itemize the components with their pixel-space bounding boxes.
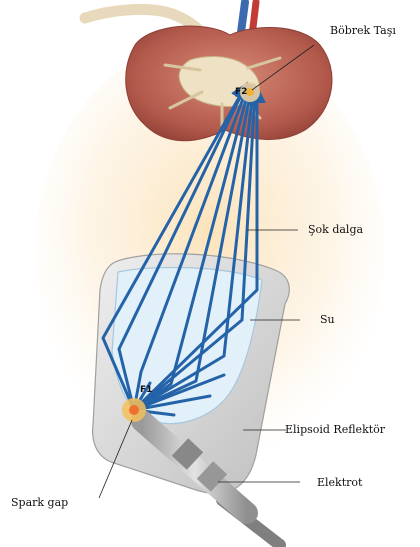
label-spark-gap: Spark gap bbox=[11, 496, 68, 509]
label-shock-wave: Şok dalga bbox=[308, 223, 363, 236]
electrode-ring-1 bbox=[180, 447, 195, 461]
label-water: Su bbox=[320, 313, 335, 326]
spark-gap-core bbox=[129, 405, 139, 415]
label-kidney-stone: Böbrek Taşı bbox=[330, 24, 396, 37]
label-focus-f2: F2 bbox=[235, 87, 247, 97]
label-reflector: Elipsoid Reflektör bbox=[285, 423, 385, 436]
label-electrode: Elektrot bbox=[317, 476, 362, 489]
electrode-ring-2 bbox=[205, 470, 219, 483]
label-focus-f1: F1 bbox=[140, 385, 152, 395]
